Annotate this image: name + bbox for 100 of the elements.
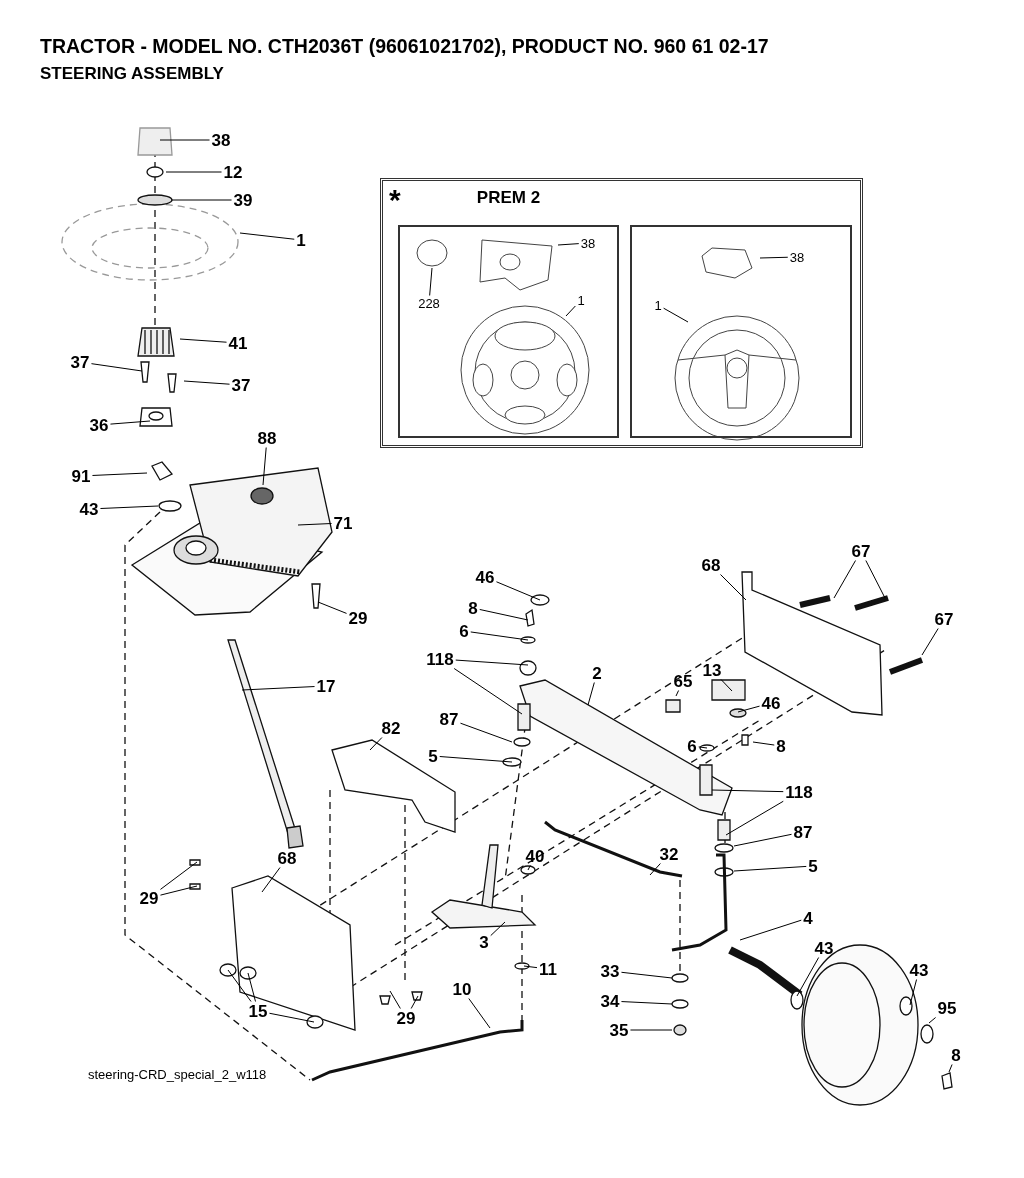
leader-line (833, 560, 857, 599)
leader-line (241, 686, 316, 691)
callout-number: 46 (761, 694, 781, 712)
leader-line (557, 243, 580, 246)
callout-number: 87 (439, 710, 459, 728)
callout-number: 29 (396, 1009, 416, 1027)
callout-number: 67 (851, 542, 871, 560)
callout-number: 39 (233, 191, 253, 209)
subtitle: STEERING ASSEMBLY (40, 64, 224, 84)
callout-number: 11 (539, 960, 557, 978)
callout-number: 68 (277, 849, 297, 867)
callout-number: 6 (687, 737, 697, 755)
callout-number: 34 (600, 992, 620, 1010)
title: TRACTOR - MODEL NO. CTH2036T (96061021702), PRODUCT NO. 960 61 02-17 (40, 35, 769, 58)
callout-number: 40 (525, 847, 545, 865)
leader-line (523, 965, 538, 969)
callout-number: 17 (316, 677, 336, 695)
leader-line (179, 338, 228, 343)
leader-line (459, 722, 513, 743)
leader-line (720, 574, 747, 601)
callout-number: 82 (381, 719, 401, 737)
leader-line (620, 1001, 673, 1005)
callout-number: 118 (426, 650, 454, 668)
leader-line (733, 865, 807, 872)
callout-number: 35 (609, 1021, 629, 1039)
callout-number: 38 (580, 236, 596, 250)
callout-number: 36 (89, 416, 109, 434)
leader-line (262, 447, 267, 486)
callout-number: 67 (934, 610, 954, 628)
callout-number: 3 (479, 933, 489, 951)
leader-line (921, 628, 939, 656)
leader-line (629, 1029, 673, 1031)
leader-line (495, 581, 541, 601)
leader-line (759, 256, 789, 259)
callout-number: 2 (592, 664, 602, 682)
leader-line (297, 523, 333, 526)
callout-number: 228 (418, 296, 440, 310)
leader-line (739, 919, 802, 941)
leader-line (429, 267, 433, 296)
leader-line (159, 885, 198, 896)
callout-number: 88 (257, 429, 277, 447)
callout-number: 1 (296, 231, 306, 249)
callout-number: 10 (452, 980, 472, 998)
callout-number: 1 (654, 298, 662, 312)
callout-number: 29 (348, 609, 368, 627)
leader-line (389, 990, 401, 1009)
leader-line (737, 705, 761, 713)
leader-line (711, 789, 784, 793)
leader-line (183, 380, 231, 385)
callout-number: 37 (231, 376, 251, 394)
leader-line (317, 601, 348, 614)
callout-number: 29 (139, 889, 159, 907)
leader-line (733, 833, 793, 847)
callout-number: 46 (475, 568, 495, 586)
leader-line (796, 957, 820, 997)
leader-line (410, 995, 419, 1009)
file-name: steering-CRD_special_2_w118 (88, 1067, 267, 1082)
callout-number: 118 (785, 783, 813, 801)
leader-line (455, 659, 529, 666)
leader-line (620, 971, 673, 979)
leader-line (479, 608, 529, 621)
leader-line (649, 863, 661, 876)
leader-line (91, 472, 148, 476)
footnote-mark: * (389, 183, 401, 217)
callout-number: 6 (459, 622, 469, 640)
callout-number: 15 (248, 1002, 268, 1020)
leader-line (663, 307, 689, 323)
callout-number: 91 (71, 467, 91, 485)
leader-line (752, 741, 775, 746)
callout-number: 95 (937, 999, 957, 1017)
callout-number: 8 (468, 599, 478, 617)
callout-number: 8 (776, 737, 786, 755)
leader-line (159, 139, 211, 141)
leader-line (109, 420, 151, 425)
callout-number: 13 (702, 661, 722, 679)
leader-line (159, 861, 198, 890)
leader-line (90, 363, 143, 372)
leader-line (565, 305, 576, 317)
leader-line (587, 682, 595, 706)
leader-line (698, 746, 708, 749)
leader-line (865, 560, 886, 599)
callout-number: 71 (333, 514, 353, 532)
leader-line (439, 756, 513, 763)
leader-line (675, 690, 680, 697)
callout-number: 41 (228, 334, 248, 352)
callout-number: 5 (428, 747, 438, 765)
callout-number: 87 (793, 823, 813, 841)
leader-line (453, 668, 523, 715)
callout-number: 38 (789, 250, 805, 264)
callout-number: 33 (600, 962, 620, 980)
callout-number: 32 (659, 845, 679, 863)
leader-line (369, 737, 383, 751)
leader-line (928, 1017, 937, 1024)
inset-panel (380, 178, 863, 448)
leader-line (720, 679, 733, 692)
leader-line (239, 232, 295, 240)
leader-line (468, 998, 491, 1029)
panel-heading: PREM 2 (476, 188, 541, 208)
leader-line (909, 979, 918, 1006)
leader-line (268, 1012, 315, 1023)
